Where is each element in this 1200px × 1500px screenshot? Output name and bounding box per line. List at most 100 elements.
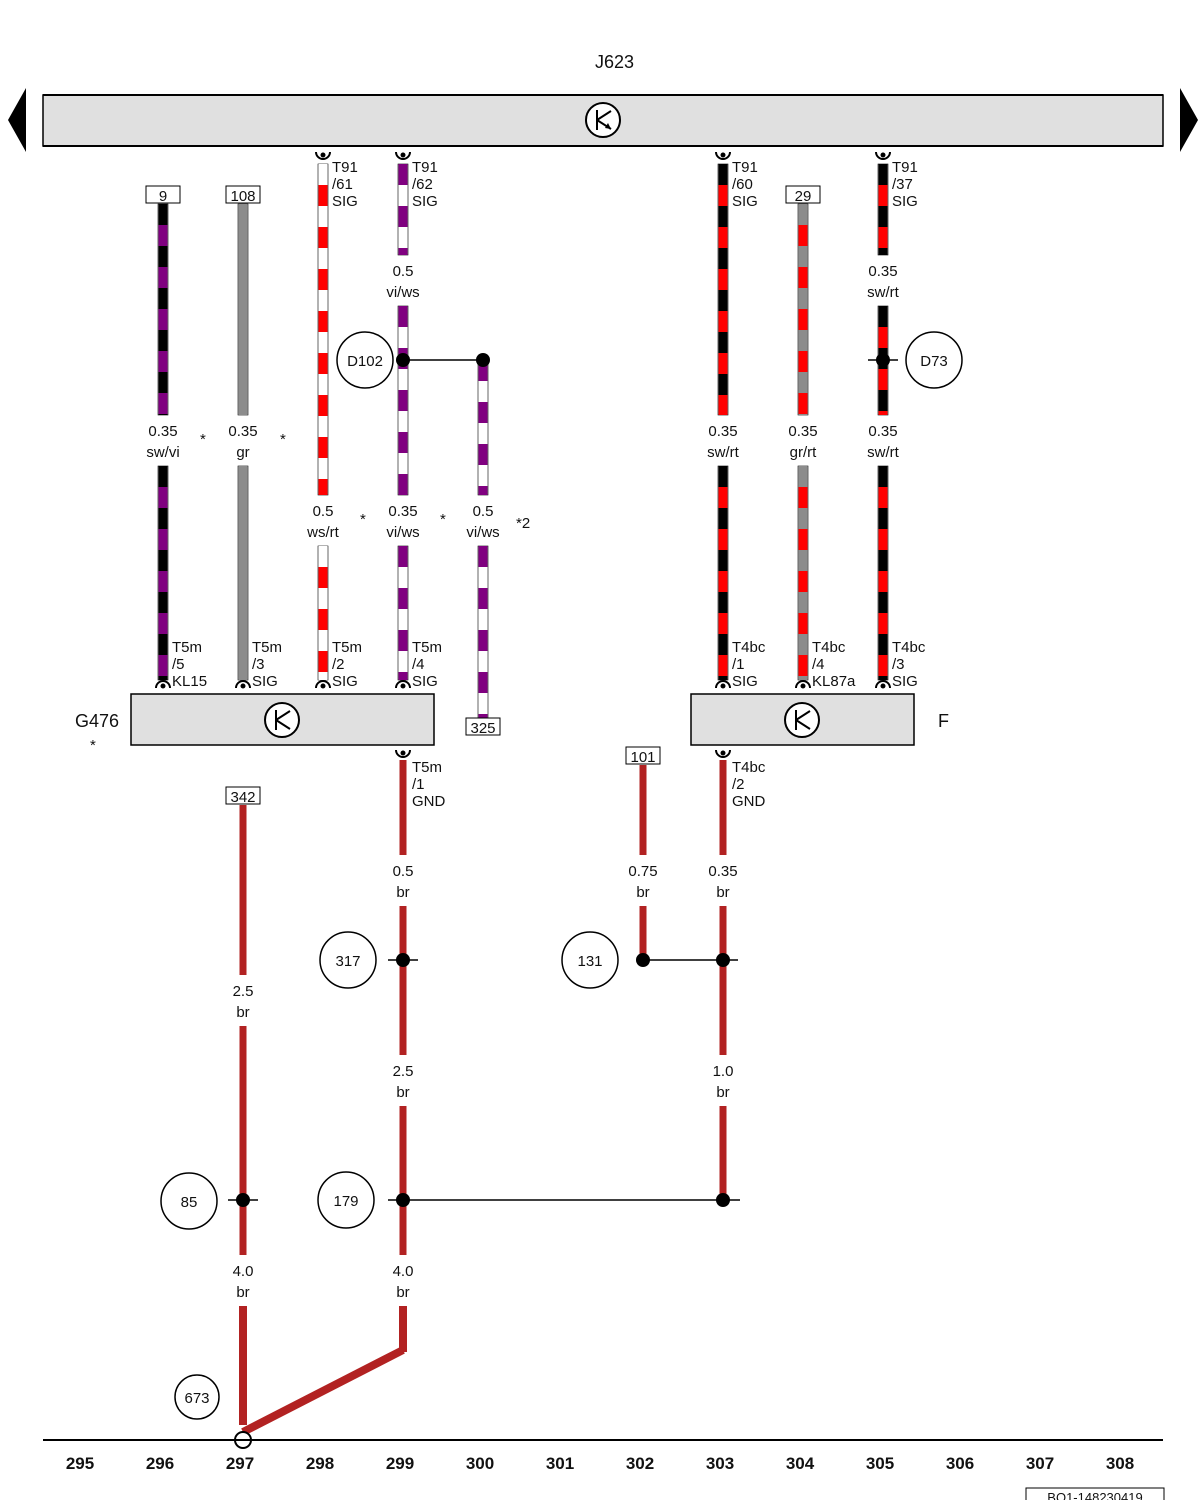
ecu-label: J623 <box>595 52 634 72</box>
g299-color-1: br <box>396 884 409 901</box>
w297a-seg-1[interactable] <box>237 465 249 681</box>
w300-seg-1[interactable] <box>477 545 489 719</box>
w305-seg-2[interactable] <box>877 465 889 681</box>
prev-page-arrow-icon[interactable] <box>8 88 26 152</box>
w297a-seg-0[interactable] <box>237 203 249 416</box>
splice-dot-179-b <box>716 1193 730 1207</box>
connector-pin-icon <box>875 151 891 160</box>
connector-pin-icon <box>715 151 731 160</box>
conn-179[interactable]: 179 <box>333 1193 358 1210</box>
connector-pin-icon <box>235 680 251 689</box>
connector-pin-icon <box>395 680 411 689</box>
column-number: 295 <box>66 1454 94 1473</box>
conn-D73[interactable]: D73 <box>920 353 948 370</box>
g303-size-2: 1.0 <box>713 1063 734 1080</box>
pin-303-c: SIG <box>732 673 758 690</box>
w296-seg-1[interactable] <box>157 465 169 681</box>
switch-f-symbol-icon <box>784 702 820 738</box>
ref-box-342[interactable] <box>225 786 261 805</box>
column-number: 304 <box>786 1454 815 1473</box>
w299-seg-0[interactable] <box>397 163 409 256</box>
g299-diag[interactable] <box>241 1346 405 1436</box>
ref-box-325[interactable] <box>465 717 501 736</box>
pin-297-b: /3 <box>252 656 265 673</box>
ref-box-9[interactable] <box>145 185 181 204</box>
sensor-g-note: * <box>90 737 96 754</box>
splice-dot-317 <box>396 953 410 967</box>
wire-300-color: vi/ws <box>466 524 499 541</box>
pin-296-c: KL15 <box>172 673 207 690</box>
footer-code: BQ1-148230419 <box>1047 1490 1142 1500</box>
g303-size-1: 0.35 <box>708 863 737 880</box>
pin-296-b: /5 <box>172 656 185 673</box>
splice-dot-85 <box>236 1193 250 1207</box>
connector-pin-icon <box>315 151 331 160</box>
wire-300-size: 0.5 <box>473 503 494 520</box>
w304-seg-1[interactable] <box>797 465 809 681</box>
splice-dot-131-a <box>636 953 650 967</box>
toppin-298-b: /61 <box>332 176 353 193</box>
toppin-305-c: SIG <box>892 193 918 210</box>
pin-298-c: SIG <box>332 673 358 690</box>
conn-673[interactable]: 673 <box>184 1390 209 1407</box>
column-number: 301 <box>546 1454 574 1473</box>
pin-303-a: T4bc <box>732 639 766 656</box>
connector-pin-icon <box>795 680 811 689</box>
pin-298-b: /2 <box>332 656 345 673</box>
wire-299-star: * <box>440 511 446 528</box>
g299-size-1: 0.5 <box>393 863 414 880</box>
next-page-arrow-icon[interactable] <box>1180 88 1198 152</box>
toppin-299-b: /62 <box>412 176 433 193</box>
toppin-305-a: T91 <box>892 159 918 176</box>
g299-size-2: 2.5 <box>393 1063 414 1080</box>
pin-g299-b: /1 <box>412 776 425 793</box>
ref-box-29[interactable] <box>785 185 821 204</box>
toppin-303-a: T91 <box>732 159 758 176</box>
column-number: 298 <box>306 1454 334 1473</box>
ground-wires <box>239 760 727 1436</box>
ref-box-108[interactable] <box>225 185 261 204</box>
connection-overlay <box>155 151 963 1449</box>
pin-304-b: /4 <box>812 656 825 673</box>
g297-size-2: 4.0 <box>233 1263 254 1280</box>
column-number: 303 <box>706 1454 734 1473</box>
wire-298-size: 0.5 <box>313 503 334 520</box>
conn-317[interactable]: 317 <box>335 953 360 970</box>
ref-box-101[interactable] <box>625 746 661 765</box>
w303-seg-0[interactable] <box>717 163 729 416</box>
g302-size-1: 0.75 <box>628 863 657 880</box>
ref-101: 101 <box>630 749 655 766</box>
w304-seg-0[interactable] <box>797 203 809 416</box>
connector-pin-icon <box>875 680 891 689</box>
w303-seg-1[interactable] <box>717 465 729 681</box>
w299-seg-1[interactable] <box>397 305 409 496</box>
wire-303-color: sw/rt <box>707 444 739 461</box>
connector-pin-icon <box>395 151 411 160</box>
sensor-g-symbol-icon <box>264 702 300 738</box>
wire-298-star: * <box>360 511 366 528</box>
g297-color-1: br <box>236 1004 249 1021</box>
wire-297-star: * <box>280 431 286 448</box>
toppin-303-c: SIG <box>732 193 758 210</box>
w300-seg-0[interactable] <box>477 359 489 496</box>
w296-seg-0[interactable] <box>157 203 169 416</box>
conn-131[interactable]: 131 <box>577 953 602 970</box>
g299-color-3: br <box>396 1284 409 1301</box>
toppin-305-b: /37 <box>892 176 913 193</box>
g299-color-2: br <box>396 1084 409 1101</box>
toppin-299-a: T91 <box>412 159 438 176</box>
wire-299-upper-size: 0.5 <box>393 263 414 280</box>
w305-seg-0[interactable] <box>877 163 889 256</box>
w298-seg-0[interactable] <box>317 163 329 496</box>
conn-D102[interactable]: D102 <box>347 353 383 370</box>
connector-pin-icon <box>715 680 731 689</box>
w299-seg-2[interactable] <box>397 545 409 681</box>
w298-seg-1[interactable] <box>317 545 329 681</box>
wire-305-upper-color: sw/rt <box>867 284 899 301</box>
conn-85[interactable]: 85 <box>181 1194 198 1211</box>
g303-color-2: br <box>716 1084 729 1101</box>
pin-297-c: SIG <box>252 673 278 690</box>
wire-299-lower-color: vi/ws <box>386 524 419 541</box>
splice-dot-131-b <box>716 953 730 967</box>
